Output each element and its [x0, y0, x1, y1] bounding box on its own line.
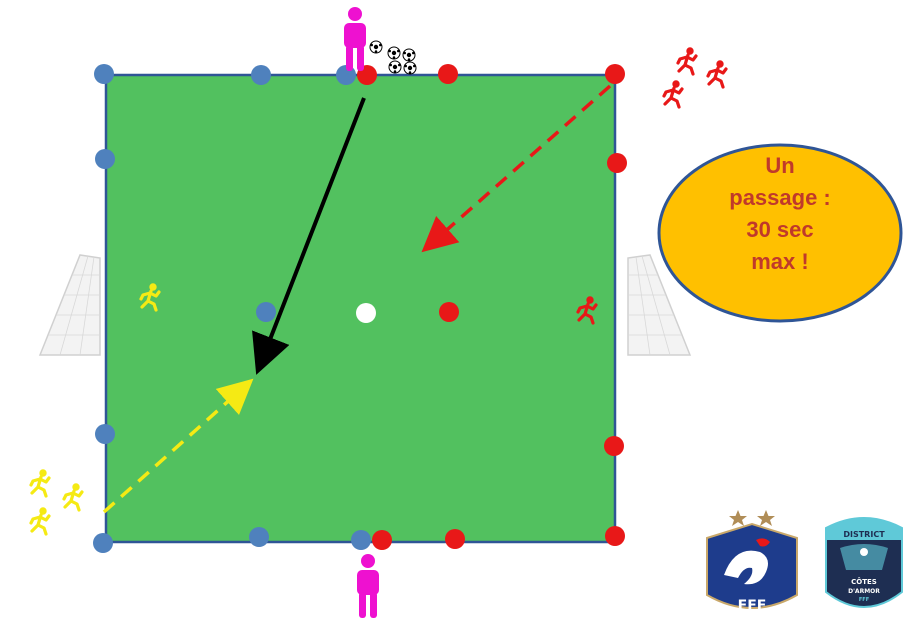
- callout-line: 30 sec: [680, 214, 880, 246]
- cone-red: [445, 529, 465, 549]
- district-logo-top: DISTRICT: [843, 530, 885, 539]
- coach-icon-top: [344, 7, 366, 71]
- goal-icon-left: [40, 255, 100, 355]
- fff-logo: FFF: [707, 510, 797, 614]
- callout-line: passage :: [680, 182, 880, 214]
- runner-icon-yellow: [31, 470, 49, 496]
- runner-icon-red: [708, 61, 726, 87]
- cone-red: [604, 436, 624, 456]
- cone-red: [607, 153, 627, 173]
- cone-blue: [251, 65, 271, 85]
- cone-blue: [351, 530, 371, 550]
- ball-icons: [370, 41, 416, 74]
- callout-line: Un: [680, 150, 880, 182]
- runner-icon-yellow: [64, 484, 82, 510]
- district-logo-bottom-3: FFF: [859, 597, 869, 603]
- cone-blue: [93, 533, 113, 553]
- callout-text: Un passage : 30 sec max !: [680, 150, 880, 278]
- cone-red: [439, 302, 459, 322]
- district-logo-bottom-1: CÔTES: [851, 577, 877, 586]
- cone-white-center: [356, 303, 376, 323]
- cone-red: [372, 530, 392, 550]
- fff-logo-text: FFF: [738, 598, 767, 614]
- star-icon: [757, 510, 775, 526]
- cone-red: [605, 526, 625, 546]
- star-icon: [729, 510, 747, 526]
- cone-blue: [256, 302, 276, 322]
- cone-red: [438, 64, 458, 84]
- cone-blue: [94, 64, 114, 84]
- runner-icon-red: [678, 48, 696, 74]
- callout-line: max !: [680, 246, 880, 278]
- runner-icon-red: [664, 81, 682, 107]
- runner-icon-yellow: [31, 508, 49, 534]
- cone-blue: [249, 527, 269, 547]
- cone-blue: [95, 424, 115, 444]
- cone-red: [605, 64, 625, 84]
- coach-icon-bottom: [357, 554, 379, 618]
- district-logo-bottom-2: D'ARMOR: [848, 588, 880, 595]
- district-logo: DISTRICT CÔTES D'ARMOR FFF: [826, 518, 902, 607]
- cone-blue: [95, 149, 115, 169]
